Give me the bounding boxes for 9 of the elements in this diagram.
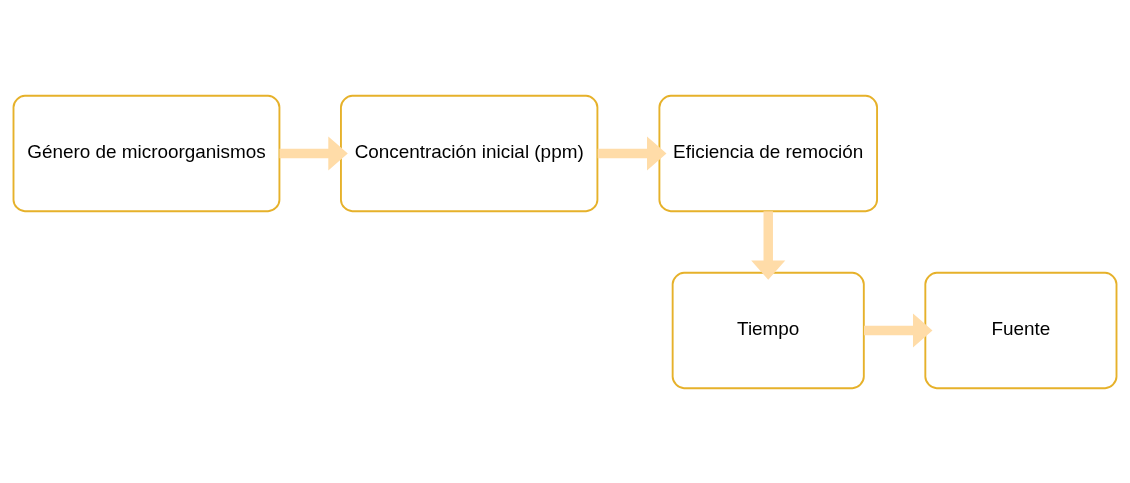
node-box: Tiempo: [671, 271, 865, 389]
arrow: [597, 135, 667, 171]
node-box: Género de microorganismos: [12, 94, 281, 212]
node-box: Fuente: [924, 271, 1118, 389]
node-box: Concentración inicial (ppm): [340, 94, 599, 212]
arrow: [279, 135, 348, 171]
arrow: [751, 210, 786, 280]
arrow: [864, 312, 933, 348]
node-box: Eficiencia de remoción: [658, 94, 878, 212]
